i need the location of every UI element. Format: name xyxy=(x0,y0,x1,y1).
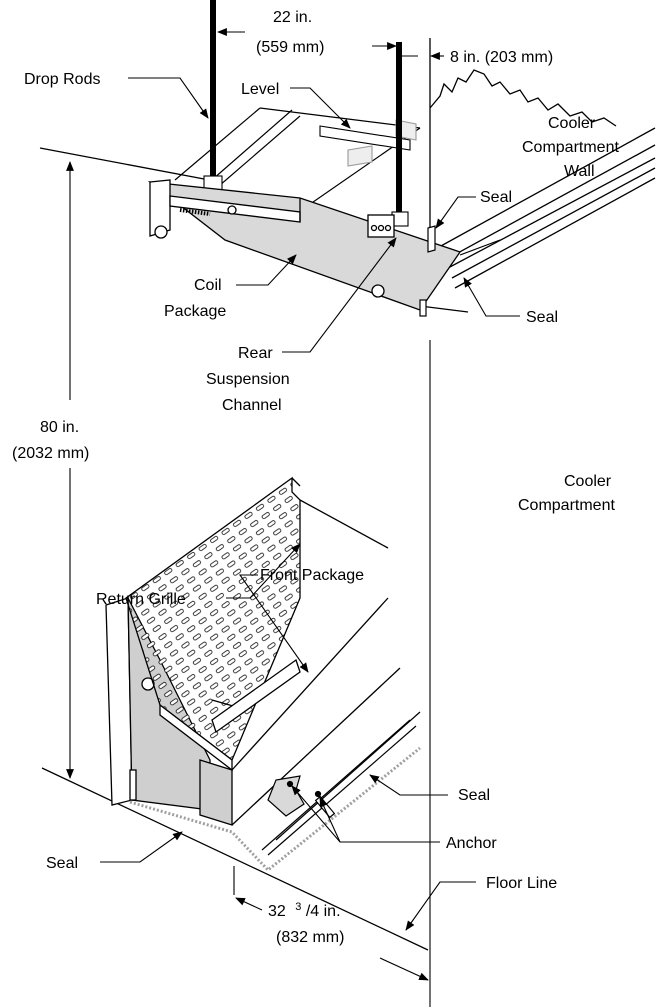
label-seal-rear: Seal xyxy=(526,309,558,326)
label-depth-in-whole: 32 xyxy=(268,903,286,920)
leader-drop-rods xyxy=(128,77,209,119)
leader-front-package xyxy=(238,574,309,673)
label-rear-channel-line2: Suspension xyxy=(206,371,290,388)
leader-seal-upper xyxy=(435,196,476,229)
ceiling-line xyxy=(39,147,221,183)
floor-seal xyxy=(129,746,421,873)
leader-seal-front-right xyxy=(369,774,448,796)
leader-rear-channel xyxy=(282,237,397,353)
label-level: Level xyxy=(241,81,279,98)
label-seal-front-left: Seal xyxy=(46,855,78,872)
cooler-compartment-wall xyxy=(429,38,656,289)
label-rod-spacing-in: 22 in. xyxy=(273,9,312,26)
leader-return-grille xyxy=(226,543,301,599)
label-seal-upper: Seal xyxy=(480,189,512,206)
label-cooler-wall-line2: Compartment xyxy=(522,139,619,156)
leader-seal-rear xyxy=(463,277,520,317)
leader-level xyxy=(290,87,351,129)
label-rear-channel-line1: Rear xyxy=(238,345,273,362)
label-coil-package-line2: Package xyxy=(164,303,226,320)
label-cooler-wall-line3: Wall xyxy=(564,163,595,180)
label-depth-in-frac-num: 3 xyxy=(295,901,301,913)
label-cooler-wall-line1: Cooler xyxy=(548,115,596,132)
leader-anchor-2 xyxy=(319,797,341,843)
rear-suspension-channel xyxy=(419,225,501,317)
leader-lines xyxy=(100,77,520,931)
label-front-package: Front Package xyxy=(260,567,364,584)
label-rod-spacing-mm: (559 mm) xyxy=(256,39,324,56)
label-floor-line: Floor Line xyxy=(486,875,557,892)
label-cooler-compartment-line1: Cooler xyxy=(564,473,612,490)
label-return-grille: Return Grille xyxy=(96,591,186,608)
label-depth-in: 32 3 /4 in. xyxy=(268,897,341,920)
level-bar xyxy=(319,119,417,167)
drop-rod-right xyxy=(396,42,402,220)
leader-coil-package xyxy=(236,254,297,286)
label-depth-mm: (832 mm) xyxy=(276,929,344,946)
labels: Drop Rods 22 in. (559 mm) 8 in. (203 mm)… xyxy=(12,9,619,946)
coil-package xyxy=(147,179,462,311)
upper-assembly xyxy=(39,0,656,317)
label-depth-in-frac-den: /4 in. xyxy=(306,903,341,920)
anchor-assembly xyxy=(261,711,421,856)
label-seal-front-right: Seal xyxy=(458,787,490,804)
label-height-mm: (2032 mm) xyxy=(12,445,89,462)
leader-seal-front-left xyxy=(100,831,183,863)
label-height-in: 80 in. xyxy=(40,419,79,436)
label-anchor: Anchor xyxy=(446,835,497,852)
floor-line xyxy=(41,767,429,951)
lower-assembly xyxy=(41,476,429,951)
label-cooler-compartment-line2: Compartment xyxy=(518,497,615,514)
label-rear-channel-line3: Channel xyxy=(222,397,282,414)
drop-rod-left xyxy=(210,0,216,180)
label-wall-offset: 8 in. (203 mm) xyxy=(450,49,553,66)
label-drop-rods: Drop Rods xyxy=(24,71,100,88)
leader-floor-line xyxy=(405,881,476,931)
label-coil-package-line1: Coil xyxy=(194,277,222,294)
